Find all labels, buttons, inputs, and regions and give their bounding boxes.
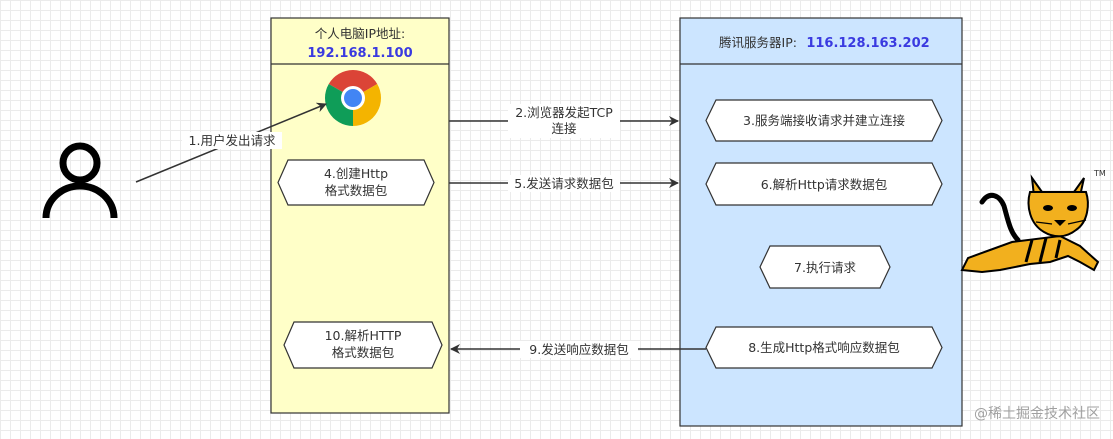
client-ip: 192.168.1.100 [307,46,412,61]
accept-connect-box: 3.服务端接收请求并建立连接 [705,99,943,142]
execute-request-box: 7.执行请求 [759,245,891,289]
tcp-connect-arrow: 2.浏览器发起TCP 连接 [449,104,679,138]
gen-response-label: 8.生成Http格式响应数据包 [748,340,900,355]
trademark-label: TM [1093,169,1106,178]
tcp-connect-label-line2: 连接 [551,121,577,136]
user-icon [42,142,118,219]
accept-connect-label: 3.服务端接收请求并建立连接 [743,113,905,128]
client-title: 个人电脑IP地址: [315,26,405,41]
send-response-label: 9.发送响应数据包 [529,342,628,357]
create-packet-line2: 格式数据包 [325,183,388,198]
server-title: 腾讯服务器IP: [719,35,797,50]
tomcat-icon: TM [960,169,1106,274]
send-packet-label: 5.发送请求数据包 [514,176,613,191]
execute-request-label: 7.执行请求 [794,260,856,275]
user-request-label: 1.用户发出请求 [189,133,276,148]
tcp-connect-label-line1: 2.浏览器发起TCP [515,105,613,120]
create-packet-line1: 4.创建Http [324,166,388,181]
server-ip: 116.128.163.202 [806,36,929,51]
user-request-arrow: 1.用户发出请求 [135,102,327,183]
parse-http-box: 10.解析HTTP 格式数据包 [283,321,443,369]
parse-request-box: 6.解析Http请求数据包 [705,162,943,206]
watermark: @稀土掘金技术社区 [974,406,1100,422]
parse-request-label: 6.解析Http请求数据包 [761,177,888,192]
create-packet-box: 4.创建Http 格式数据包 [277,159,435,206]
chrome-icon [324,69,382,127]
gen-response-box: 8.生成Http格式响应数据包 [705,326,943,369]
parse-http-line1: 10.解析HTTP [325,328,402,343]
send-packet-arrow: 5.发送请求数据包 [449,175,679,192]
parse-http-line2: 格式数据包 [332,345,395,360]
send-response-arrow: 9.发送响应数据包 [450,341,706,358]
